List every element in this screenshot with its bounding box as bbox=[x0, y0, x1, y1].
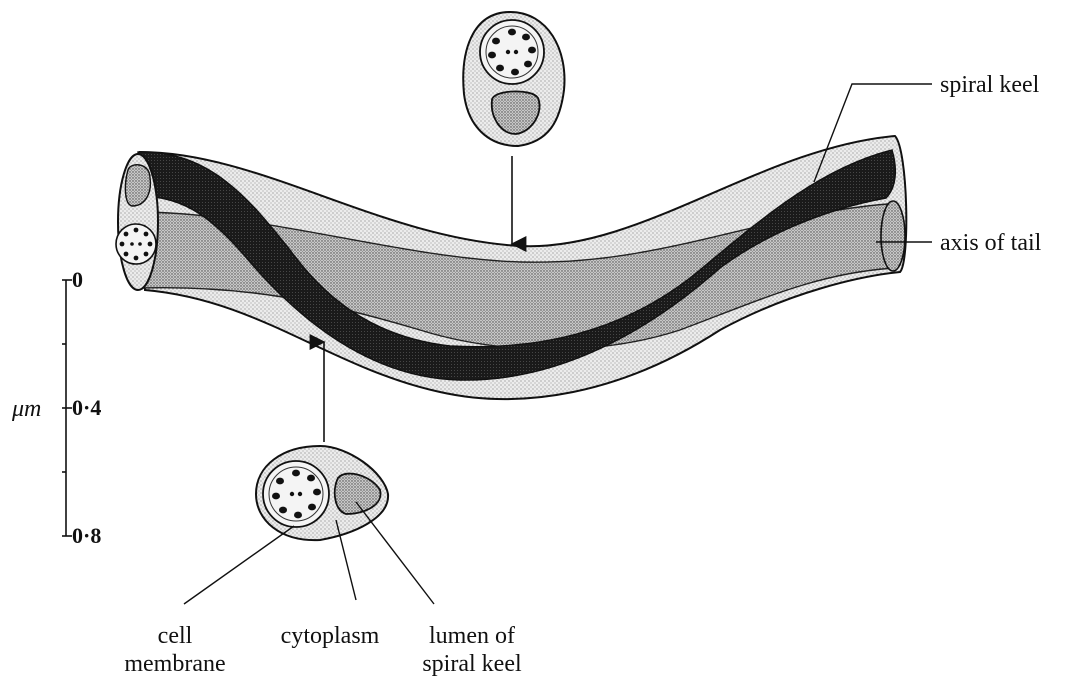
label-lumen-line1: lumen of bbox=[429, 623, 515, 649]
tail-body bbox=[116, 136, 906, 399]
label-cell-line1: cell bbox=[158, 623, 193, 649]
label-cell-line2: membrane bbox=[124, 651, 225, 677]
scale-tick-04: 0·4 bbox=[72, 395, 101, 420]
label-cytoplasm: cytoplasm bbox=[281, 623, 380, 649]
cross-section-top bbox=[463, 12, 564, 244]
leader-lumen bbox=[356, 502, 434, 604]
scale-bar bbox=[62, 280, 72, 536]
label-axis-of-tail: axis of tail bbox=[940, 230, 1042, 256]
label-spiral-keel: spiral keel bbox=[940, 72, 1040, 98]
scale-tick-0: 0 bbox=[72, 267, 83, 292]
cross-section-bottom bbox=[256, 342, 388, 540]
tail-right-end bbox=[881, 201, 905, 271]
scale-tick-08: 0·8 bbox=[72, 523, 101, 548]
leader-cell-membrane bbox=[184, 526, 294, 604]
label-lumen-line2: spiral keel bbox=[422, 651, 522, 677]
scale-unit: μm bbox=[11, 396, 41, 422]
